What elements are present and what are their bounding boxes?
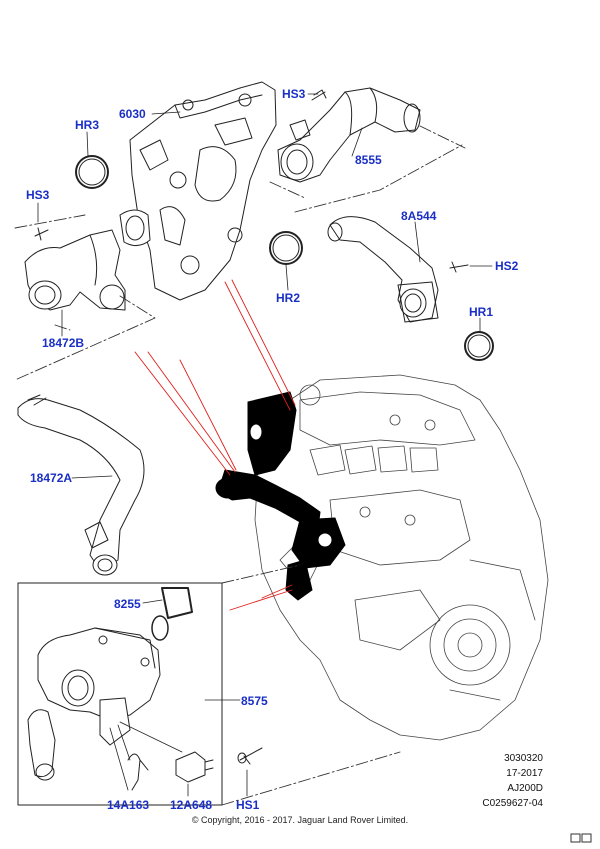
label-hr1[interactable]: HR1 — [469, 305, 494, 319]
label-leader-lines — [37, 93, 493, 797]
separator-lines — [14, 125, 466, 806]
label-hs3-top[interactable]: HS3 — [282, 87, 306, 101]
thermostat-housing-6030 — [119, 81, 277, 301]
o-ring-hr1-inner — [467, 334, 491, 358]
copyright-notice: © Copyright, 2016 - 2017. Jaguar Land Ro… — [191, 815, 409, 825]
coolant-pipe-8a544 — [327, 216, 469, 323]
label-18472b[interactable]: 18472B — [42, 336, 85, 350]
label-hs2[interactable]: HS2 — [495, 259, 519, 273]
label-6030[interactable]: 6030 — [119, 107, 146, 121]
label-8a544[interactable]: 8A544 — [401, 209, 437, 223]
ref-line-4: C0259627-04 — [482, 798, 543, 809]
o-ring-hr2-inner — [272, 234, 300, 262]
label-hs1[interactable]: HS1 — [236, 798, 260, 812]
ref-line-2: 17-2017 — [506, 768, 543, 779]
o-ring-hr3 — [75, 155, 109, 189]
coolant-hose-18472b — [24, 227, 126, 311]
label-hs3-left[interactable]: HS3 — [26, 188, 50, 202]
label-14a163[interactable]: 14A163 — [107, 798, 150, 812]
coolant-hose-18472a — [17, 394, 145, 576]
label-8255[interactable]: 8255 — [114, 597, 141, 611]
installed-highlighted-parts — [215, 391, 346, 601]
gasket-8255 — [151, 587, 193, 641]
label-hr3[interactable]: HR3 — [75, 118, 100, 132]
bolt-hs1 — [237, 747, 263, 765]
outlet-connector-8555 — [277, 87, 421, 183]
label-18472a[interactable]: 18472A — [30, 471, 73, 485]
o-ring-hr2 — [269, 231, 303, 265]
ref-line-3: AJ200D — [507, 783, 543, 794]
label-8555[interactable]: 8555 — [355, 153, 382, 167]
red-leader-lines — [134, 279, 296, 611]
o-ring-hr3-inner — [78, 158, 106, 186]
o-ring-hr1 — [464, 331, 494, 361]
label-hr2[interactable]: HR2 — [276, 291, 301, 305]
corner-mark-icon — [570, 833, 592, 843]
sensor-12a648 — [175, 751, 214, 783]
clip-14a163 — [127, 753, 149, 791]
ref-line-1: 3030320 — [504, 753, 543, 764]
label-12a648[interactable]: 12A648 — [170, 798, 213, 812]
label-8575[interactable]: 8575 — [241, 694, 268, 708]
inset-box — [17, 582, 223, 806]
engine-block — [254, 374, 549, 741]
thermostat-assembly-8575 — [27, 627, 161, 781]
